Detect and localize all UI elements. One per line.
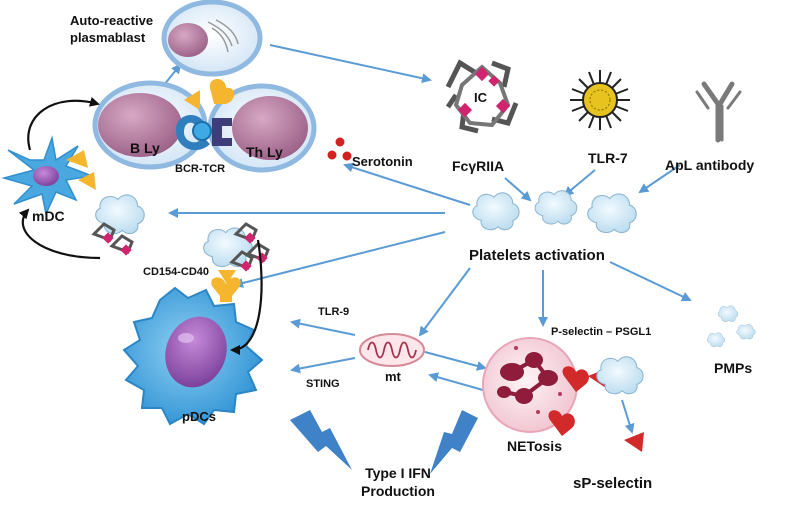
label-tlr9: TLR-9 <box>318 306 350 318</box>
label-fcgriia: FcγRIIA <box>452 158 505 174</box>
label-auto-reactive: Auto-reactive <box>70 13 154 28</box>
arrow-fcgriia-to-platelets <box>504 177 532 202</box>
mdc-cell <box>1 135 96 217</box>
arrow-mt-to-neutrophil <box>424 351 487 371</box>
arrow-platelets-to-mt <box>418 267 471 337</box>
label-netosis: NETosis <box>507 438 562 454</box>
th-lymphocyte-cell <box>207 83 317 173</box>
b-lymphocyte-cell <box>92 80 208 170</box>
cd154-cd40-complex <box>211 270 241 302</box>
arrow-neutrophil-to-mt <box>428 372 491 393</box>
label-b-ly: B Ly <box>130 140 160 156</box>
label-pdcs: pDCs <box>182 409 216 424</box>
p-selectin-psgl1-complex <box>548 356 644 436</box>
label-serotonin: Serotonin <box>352 154 413 169</box>
label-production: Production <box>361 483 435 499</box>
arrows <box>159 44 692 434</box>
plasmablast-cell <box>161 0 263 77</box>
activated-platelets <box>472 190 637 234</box>
label-ic: IC <box>474 90 487 105</box>
tlr7-virus <box>570 70 630 130</box>
bcr-tcr-complex <box>176 79 235 151</box>
label-cd154-cd40: CD154-CD40 <box>143 266 210 278</box>
label-tlr7: TLR-7 <box>588 150 628 166</box>
arrow-platelets-to-serotonin <box>343 162 471 206</box>
mdc-platelet <box>92 194 145 258</box>
label-mt: mt <box>385 369 401 384</box>
loop-arrow-platelet-to-mdc <box>18 208 101 260</box>
immune-complex <box>445 59 519 134</box>
label-platelets-activation: Platelets activation <box>469 247 605 264</box>
label-sting: STING <box>306 378 340 390</box>
soluble-p-selectin <box>624 432 644 452</box>
label-bcr-tcr: BCR-TCR <box>175 163 226 175</box>
internalization-arrow <box>230 239 263 355</box>
lightning-bolts <box>290 410 478 474</box>
arrow-apl-to-platelets <box>638 164 681 194</box>
arrow-platelet-to-sselectin <box>621 399 635 434</box>
pdc-cell <box>122 286 264 426</box>
label-type-i-ifn: Type I IFN <box>365 465 431 481</box>
label-th-ly: Th Ly <box>246 144 283 160</box>
arrow-platelets-to-pdc <box>233 231 446 288</box>
lightning-bolt-left <box>290 410 352 470</box>
arrow-plasmablast-to-ic <box>269 44 432 84</box>
arrow-mt-to-tlr9 <box>290 318 356 336</box>
lightning-bolt-right <box>430 410 478 474</box>
mitochondrion <box>359 333 425 367</box>
serotonin-dots <box>327 137 352 161</box>
label-pmps: PMPs <box>714 360 753 376</box>
loop-arrow-mdc-to-bly <box>27 97 100 151</box>
arrow-mt-to-sting <box>290 357 356 374</box>
label-mdc: mDC <box>32 208 65 224</box>
neutrophil-cell <box>482 337 578 433</box>
arrow-platelets-to-pmps <box>609 261 692 302</box>
pmps-particles <box>706 305 756 347</box>
arrow-tlr7-to-platelets <box>563 169 596 197</box>
label-pselectin-psgl1: P-selectin – PSGL1 <box>551 326 652 338</box>
apl-antibody <box>695 81 742 143</box>
label-apl-antibody: ApL antibody <box>665 157 755 173</box>
label-sp-selectin: sP-selectin <box>573 475 653 492</box>
label-plasmablast: plasmablast <box>70 30 146 45</box>
